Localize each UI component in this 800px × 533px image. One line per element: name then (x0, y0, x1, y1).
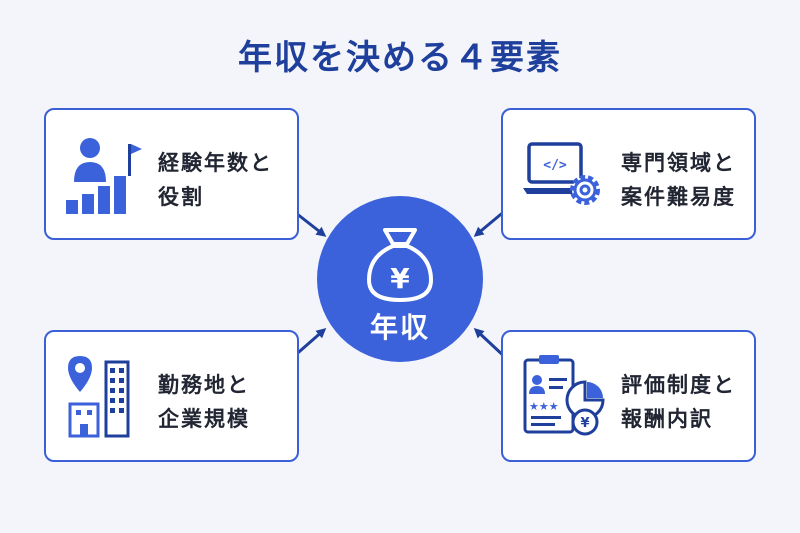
factor-label-line-1: 評価制度と (621, 373, 736, 397)
factor-label: 専門領域と 案件難易度 (621, 146, 756, 214)
factor-label-line-2: 案件難易度 (621, 185, 736, 209)
laptop-code-gear-icon: </> (523, 142, 600, 205)
factor-label-line-2: 企業規模 (158, 407, 250, 431)
factor-label-line-2: 報酬内訳 (621, 407, 713, 431)
factor-card-location: 勤務地と 企業規模 (44, 330, 299, 462)
svg-text:¥: ¥ (580, 416, 589, 431)
factor-label-line-2: 役割 (158, 185, 204, 209)
factor-label: 勤務地と 企業規模 (158, 368, 293, 436)
diagram-title: 年収を決める４要素 (238, 38, 562, 78)
factor-label-line-1: 勤務地と (158, 373, 250, 397)
location-buildings-icon (68, 356, 130, 438)
svg-text:¥: ¥ (390, 262, 410, 295)
money-bag-yen-icon: ¥ (367, 228, 433, 302)
center-income-circle: ¥ 年収 (317, 196, 483, 362)
svg-text:</>: </> (543, 158, 567, 173)
factor-card-evaluation: ★★★ ¥ 評価制度と 報酬内訳 (501, 330, 756, 462)
factor-label-line-1: 専門領域と (621, 151, 736, 175)
factor-label-line-1: 経験年数と (158, 151, 273, 175)
clipboard-rating-yen-icon: ★★★ ¥ (523, 355, 605, 436)
center-label: 年収 (369, 311, 430, 344)
factor-card-specialty: </> 専門領域と 案件難易度 (501, 108, 756, 240)
factor-label: 経験年数と 役割 (158, 146, 293, 214)
person-growth-chart-icon (66, 138, 142, 214)
factor-card-experience: 経験年数と 役割 (44, 108, 299, 240)
svg-text:★★★: ★★★ (529, 400, 559, 413)
factor-label: 評価制度と 報酬内訳 (621, 368, 756, 436)
